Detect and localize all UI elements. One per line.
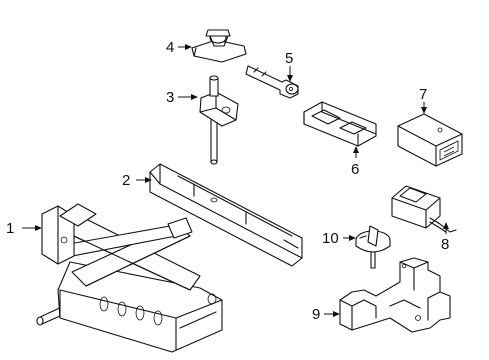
part-1-scissor-jack <box>36 203 223 353</box>
leaders <box>22 44 449 317</box>
callout-labels: 1 2 3 4 5 6 7 8 9 10 <box>6 39 449 323</box>
part-9-storage-tray <box>339 257 451 333</box>
callout-2: 2 <box>122 172 130 189</box>
callout-10: 10 <box>322 230 339 247</box>
callout-1: 1 <box>6 220 14 237</box>
callout-4: 4 <box>166 39 174 56</box>
part-2-tool-tray <box>149 163 303 267</box>
part-10-knob <box>355 225 391 269</box>
part-6-bracket <box>303 101 377 147</box>
callout-7: 7 <box>419 86 427 103</box>
part-4-wing-nut <box>191 29 247 63</box>
part-7-module <box>397 113 463 167</box>
callout-3: 3 <box>166 89 174 106</box>
part-3-wing-bolt <box>199 75 239 165</box>
callout-8: 8 <box>441 236 449 253</box>
callout-9: 9 <box>312 306 320 323</box>
part-5-key <box>245 65 299 99</box>
callout-5: 5 <box>285 50 293 67</box>
callout-6: 6 <box>351 161 359 178</box>
